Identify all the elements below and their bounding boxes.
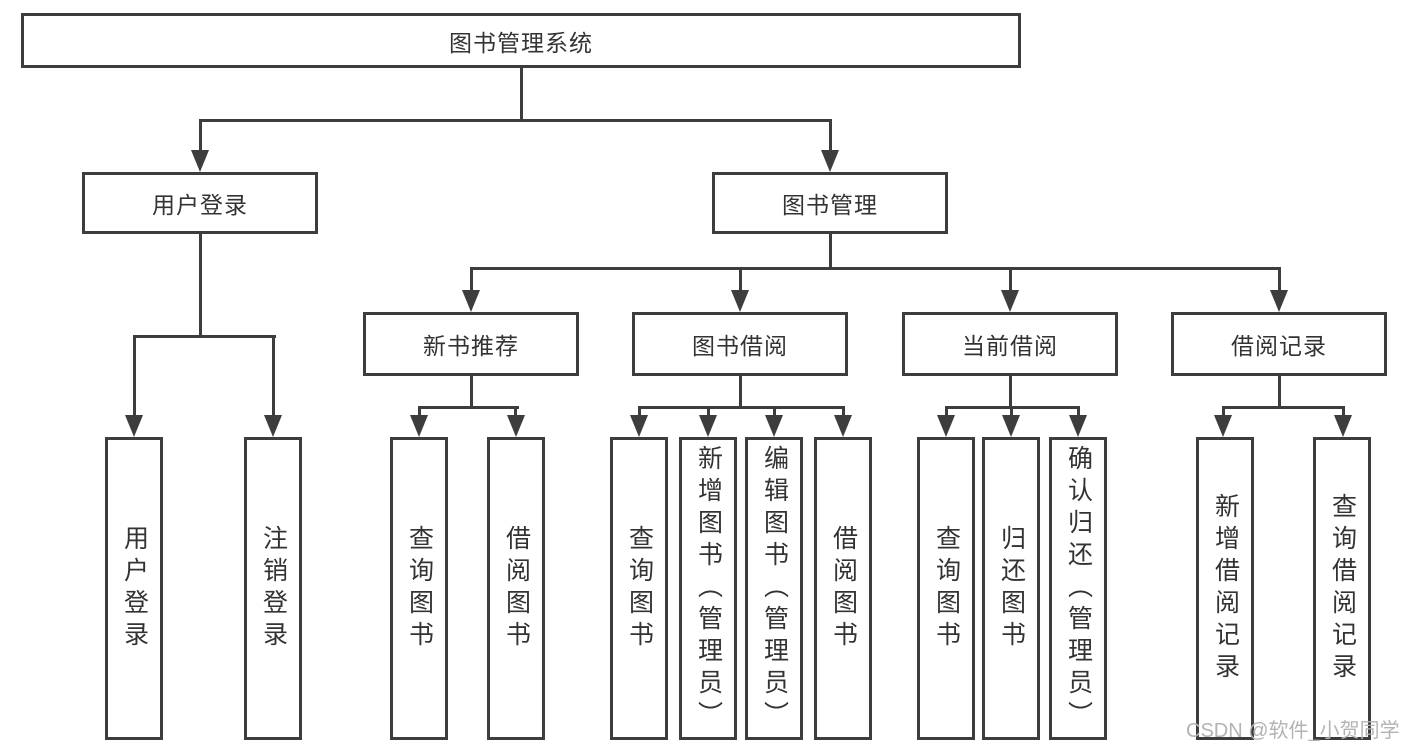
connector-login-leaf1-drop xyxy=(133,335,136,415)
connector-level3-rail xyxy=(470,267,1281,270)
leaf-logout-label: 注销登录 xyxy=(259,524,288,653)
leaf-borrow-edit-book-admin: 编辑图书（管理员） xyxy=(745,437,803,740)
connector-record-stem xyxy=(1278,376,1281,409)
arrow-down-icon xyxy=(937,415,955,437)
arrow-down-icon xyxy=(1001,290,1019,312)
leaf-borrow-query-book-label: 查询图书 xyxy=(625,524,654,653)
arrow-down-icon xyxy=(125,415,143,437)
arrow-down-icon xyxy=(507,415,525,437)
node-current-borrow: 当前借阅 xyxy=(902,312,1118,376)
leaf-user-login-label: 用户登录 xyxy=(120,524,149,653)
arrow-down-icon xyxy=(699,415,717,437)
node-book-borrow: 图书借阅 xyxy=(632,312,848,376)
arrow-down-icon xyxy=(1002,415,1020,437)
leaf-current-return-book-label: 归还图书 xyxy=(997,524,1026,653)
node-user-login: 用户登录 xyxy=(82,172,318,234)
connector-borrow-leaf3-drop xyxy=(773,406,776,417)
leaf-borrow-edit-book-admin-label: 编辑图书（管理员） xyxy=(760,444,789,733)
connector-current-leaf1-drop xyxy=(945,406,948,417)
arrow-down-icon xyxy=(1214,415,1232,437)
arrow-down-icon xyxy=(765,415,783,437)
leaf-recommend-borrow-book-label: 借阅图书 xyxy=(502,524,531,653)
leaf-record-add-record-label: 新增借阅记录 xyxy=(1211,492,1240,685)
leaf-recommend-query-book: 查询图书 xyxy=(390,437,448,740)
connector-current-stem xyxy=(1009,376,1012,409)
leaf-user-login: 用户登录 xyxy=(105,437,163,740)
connector-book-mgmt-drop xyxy=(829,119,832,152)
connector-record-rail xyxy=(1222,406,1345,409)
connector-recommend-rail xyxy=(418,406,519,409)
leaf-recommend-query-book-label: 查询图书 xyxy=(405,524,434,653)
leaf-borrow-add-book-admin-label: 新增图书（管理员） xyxy=(694,444,723,733)
connector-current-drop xyxy=(1009,267,1012,290)
csdn-watermark: CSDN @软件_小贺同学 xyxy=(1186,720,1400,742)
arrow-down-icon xyxy=(821,150,839,172)
leaf-current-query-book: 查询图书 xyxy=(917,437,975,740)
connector-login-rail xyxy=(133,335,276,338)
connector-record-leaf2-drop xyxy=(1342,406,1345,417)
leaf-record-add-record: 新增借阅记录 xyxy=(1196,437,1254,740)
connector-recommend-stem xyxy=(470,376,473,409)
arrow-down-icon xyxy=(1334,415,1352,437)
node-user-login-label: 用户登录 xyxy=(152,192,248,218)
arrow-down-icon xyxy=(731,290,749,312)
node-root-label: 图书管理系统 xyxy=(449,29,593,56)
leaf-current-confirm-return-admin-label: 确认归还（管理员） xyxy=(1064,444,1093,733)
node-borrow-record: 借阅记录 xyxy=(1171,312,1387,376)
node-current-borrow-label: 当前借阅 xyxy=(962,333,1058,359)
connector-record-leaf1-drop xyxy=(1222,406,1225,417)
node-book-mgmt: 图书管理 xyxy=(712,172,948,234)
arrow-down-icon xyxy=(264,415,282,437)
node-borrow-record-label: 借阅记录 xyxy=(1231,333,1327,359)
connector-record-drop xyxy=(1278,267,1281,290)
node-book-borrow-label: 图书借阅 xyxy=(692,333,788,359)
arrow-down-icon xyxy=(462,290,480,312)
connector-borrow-leaf1-drop xyxy=(638,406,641,417)
leaf-logout: 注销登录 xyxy=(244,437,302,740)
leaf-record-query-record-label: 查询借阅记录 xyxy=(1328,492,1357,685)
arrow-down-icon xyxy=(1069,415,1087,437)
node-root: 图书管理系统 xyxy=(21,13,1021,68)
connector-borrow-drop xyxy=(739,267,742,290)
connector-borrow-leaf2-drop xyxy=(707,406,710,417)
connector-current-leaf2-drop xyxy=(1010,406,1013,417)
leaf-current-query-book-label: 查询图书 xyxy=(932,524,961,653)
node-book-mgmt-label: 图书管理 xyxy=(782,192,878,218)
connector-login-leaf2-drop xyxy=(272,335,275,415)
connector-borrow-rail xyxy=(638,406,845,409)
arrow-down-icon xyxy=(834,415,852,437)
connector-level2-rail xyxy=(199,119,832,122)
leaf-borrow-add-book-admin: 新增图书（管理员） xyxy=(679,437,737,740)
leaf-borrow-borrow-book: 借阅图书 xyxy=(814,437,872,740)
connector-borrow-leaf4-drop xyxy=(842,406,845,417)
connector-root-stem xyxy=(520,68,523,121)
node-new-book-recommend-label: 新书推荐 xyxy=(423,333,519,359)
leaf-record-query-record: 查询借阅记录 xyxy=(1313,437,1371,740)
leaf-current-return-book: 归还图书 xyxy=(982,437,1040,740)
connector-login-stem xyxy=(199,234,202,338)
connector-recommend-leaf1-drop xyxy=(418,406,421,417)
arrow-down-icon xyxy=(1270,290,1288,312)
leaf-borrow-borrow-book-label: 借阅图书 xyxy=(829,524,858,653)
connector-user-login-drop xyxy=(199,119,202,152)
leaf-current-confirm-return-admin: 确认归还（管理员） xyxy=(1049,437,1107,740)
connector-mgmt-stem xyxy=(829,234,832,270)
arrow-down-icon xyxy=(630,415,648,437)
arrow-down-icon xyxy=(410,415,428,437)
connector-borrow-stem xyxy=(739,376,742,409)
connector-current-leaf3-drop xyxy=(1077,406,1080,417)
arrow-down-icon xyxy=(191,150,209,172)
connector-recommend-leaf2-drop xyxy=(514,406,517,417)
node-new-book-recommend: 新书推荐 xyxy=(363,312,579,376)
leaf-borrow-query-book: 查询图书 xyxy=(610,437,668,740)
leaf-recommend-borrow-book: 借阅图书 xyxy=(487,437,545,740)
connector-recommend-drop xyxy=(470,267,473,290)
